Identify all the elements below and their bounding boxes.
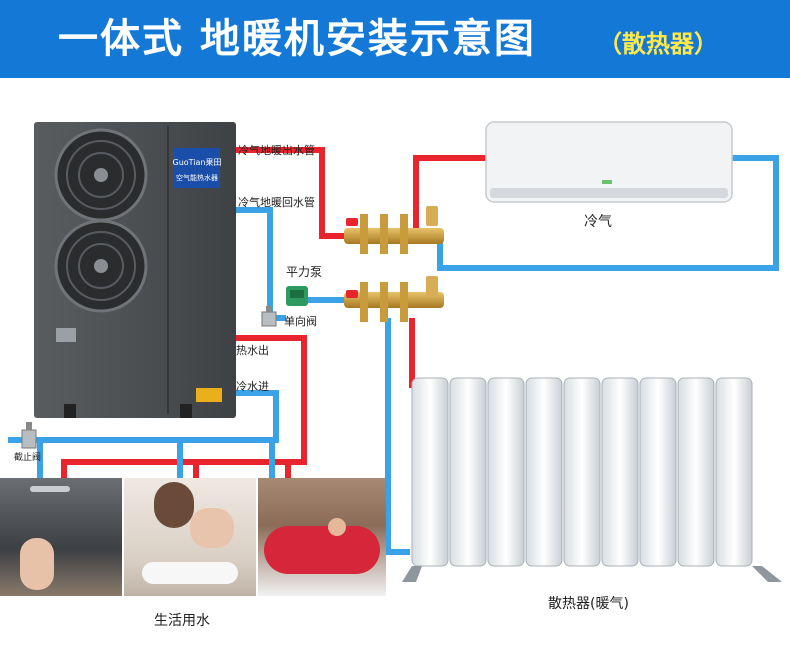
- stop-valve: [21, 422, 37, 449]
- energy-label: [196, 388, 222, 402]
- label-cold-floor-return: 冷气地暖回水管: [238, 195, 315, 209]
- label-domestic-water: 生活用水: [154, 613, 210, 629]
- photo-bathtub: [258, 478, 386, 596]
- brand-badge: [174, 148, 220, 188]
- ac-indoor-unit: [485, 121, 733, 203]
- product-name: 空气能热水器: [176, 173, 218, 182]
- pipes: [8, 147, 779, 555]
- radiator: [402, 377, 782, 582]
- label-stop-valve: 截止阀: [14, 451, 41, 463]
- brand-name: GuoTian果田: [173, 158, 222, 167]
- label-check-valve: 单向阀: [284, 314, 317, 328]
- heat-pump-unit: GuoTian果田 空气能热水器: [34, 122, 236, 418]
- label-hot-out: 热水出: [236, 343, 269, 357]
- photo-sink: [124, 478, 256, 596]
- page-title: 一体式 地暖机安装示意图: [58, 16, 536, 62]
- label-ac: 冷气: [584, 214, 612, 230]
- title-banner: 一体式 地暖机安装示意图 （散热器）: [0, 0, 790, 78]
- fan-top: [54, 128, 148, 222]
- control-panel: [56, 328, 76, 342]
- check-valve: [261, 306, 277, 327]
- label-cold-in: 冷水进: [236, 380, 269, 393]
- fan-bottom: [54, 219, 148, 313]
- balance-pump: [286, 286, 308, 306]
- photo-shower: [0, 478, 122, 596]
- label-balance-pump: 平力泵: [286, 265, 322, 279]
- page-subtitle: （散热器）: [598, 30, 718, 58]
- label-cold-floor-out: 冷气地暖出水管: [238, 143, 315, 157]
- manifold: [344, 206, 444, 322]
- label-radiator: 散热器(暖气): [548, 596, 629, 612]
